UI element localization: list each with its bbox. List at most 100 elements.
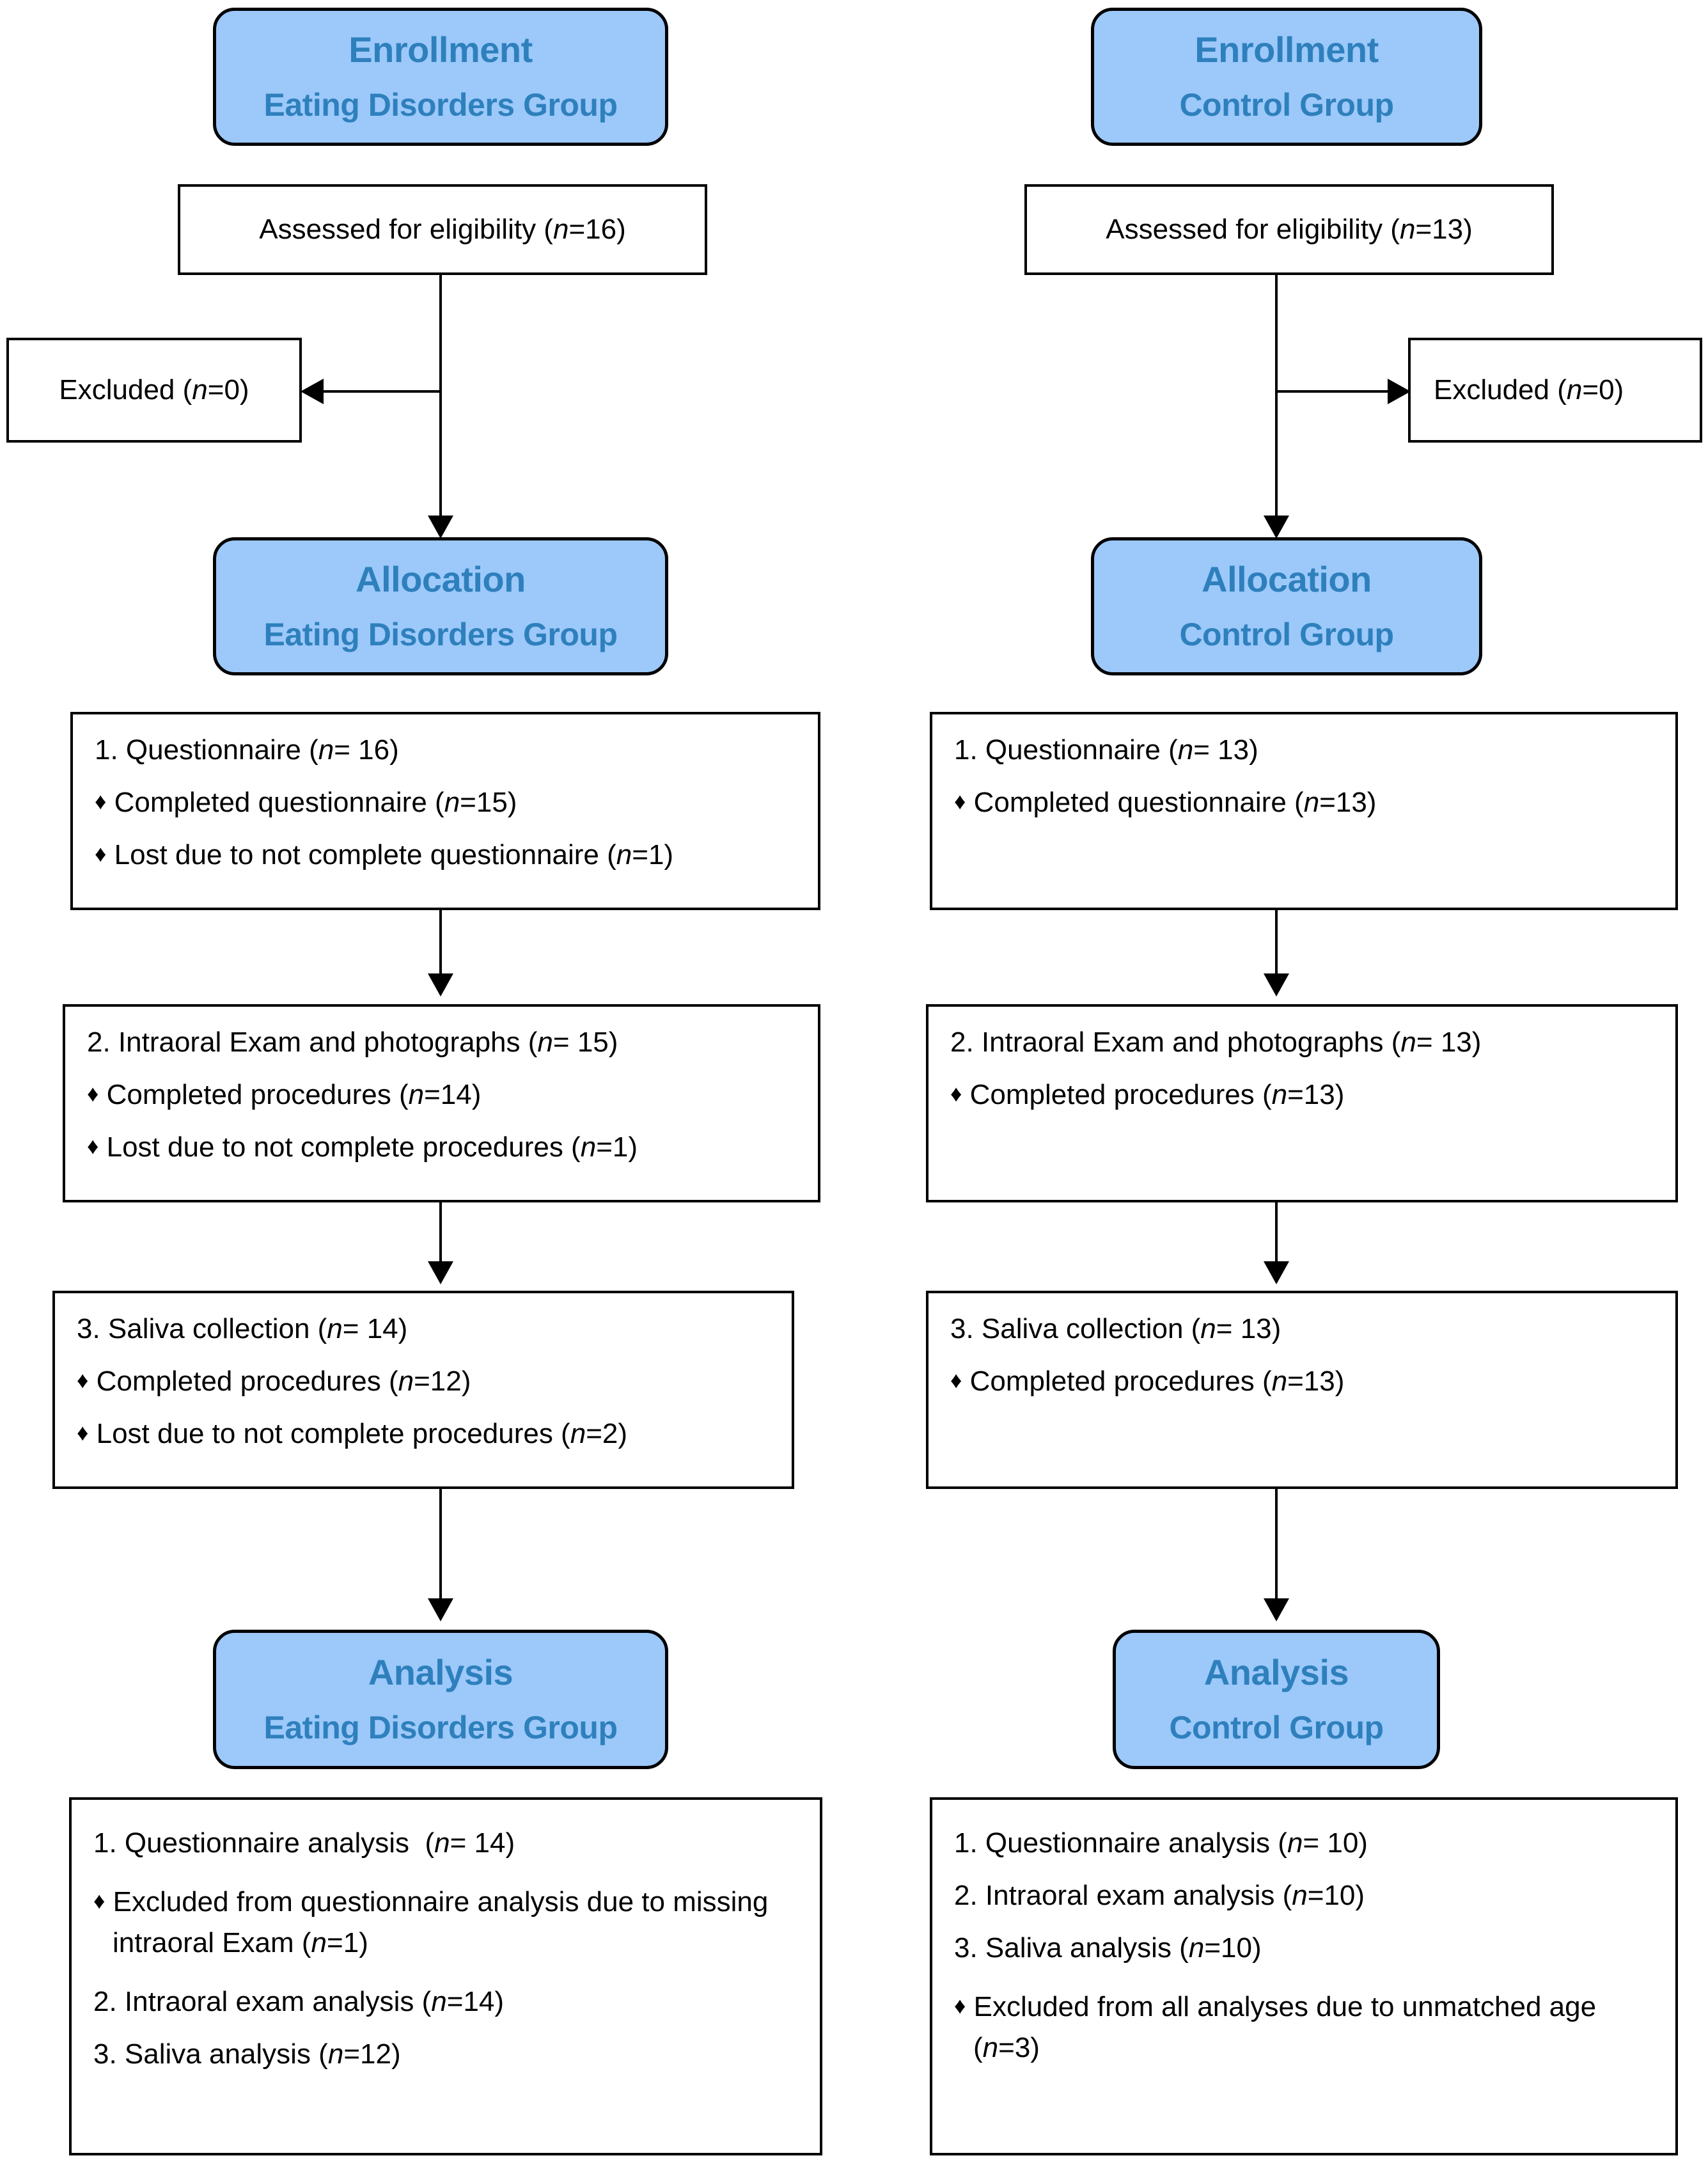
left-step2-heading: 2. Intraoral Exam and photographs (n= 15… (87, 1027, 618, 1058)
italic-n: n (1188, 1932, 1205, 1964)
right-analysis-row-1: 1. Questionnaire analysis (n= 10) (954, 1827, 1368, 1859)
right-step1-to-step2-line (1275, 910, 1278, 981)
left-assessed-text: Assessed for eligibility (n=16) (259, 214, 626, 245)
italic-n: n (1566, 374, 1583, 406)
right-step1-heading: 1. Questionnaire (n= 13) (954, 734, 1258, 766)
italic-n: n (408, 1079, 425, 1110)
right-step2-heading: 2. Intraoral Exam and photographs (n= 13… (950, 1027, 1482, 1058)
italic-n: n (1400, 1027, 1416, 1058)
left-step2-to-step3-arrowhead (428, 1261, 453, 1284)
italic-n: n (434, 1827, 450, 1859)
right-enrollment-stage-box: Enrollment Control Group (1091, 8, 1482, 146)
left-analysis-row-4: 3. Saliva analysis (n=12) (93, 2038, 401, 2070)
left-step3-bullet-1: ♦ Completed procedures (n=12) (77, 1366, 471, 1397)
left-step1-bullet-1: ♦ Completed questionnaire (n=15) (95, 787, 517, 818)
right-allocation-stage-box: Allocation Control Group (1091, 537, 1482, 675)
left-allocation-group-label: Eating Disorders Group (263, 617, 618, 653)
left-analysis-row-2: ♦ Excluded from questionnaire analysis d… (93, 1886, 776, 1958)
left-step2-bullet-2: ♦ Lost due to not complete procedures (n… (87, 1131, 638, 1163)
right-step1-box: 1. Questionnaire (n= 13) ♦ Completed que… (930, 712, 1678, 910)
left-step3-to-analysis-arrowhead (428, 1598, 453, 1621)
diamond-bullet-icon: ♦ (954, 1992, 966, 2019)
left-step1-to-step2-line (439, 910, 442, 981)
left-excluded-box: Excluded (n=0) (6, 338, 302, 443)
diamond-bullet-icon: ♦ (954, 788, 966, 814)
italic-n: n (537, 1027, 553, 1058)
italic-n: n (1292, 1880, 1308, 1911)
right-enrollment-group-label: Control Group (1179, 87, 1394, 123)
right-excluded-arrowhead (1388, 379, 1411, 404)
right-step3-box: 3. Saliva collection (n= 13) ♦ Completed… (926, 1291, 1678, 1489)
right-trunk-line (1275, 275, 1278, 524)
right-allocation-stage-label: Allocation (1202, 559, 1372, 600)
left-step1-bullet-2: ♦ Lost due to not complete questionnaire… (95, 839, 674, 870)
left-step3-bullet-2: ♦ Lost due to not complete procedures (n… (77, 1418, 628, 1449)
italic-n: n (1399, 214, 1416, 245)
left-analysis-row-1: 1. Questionnaire analysis (n= 14) (93, 1827, 515, 1859)
left-step1-box: 1. Questionnaire (n= 16) ♦ Completed que… (70, 712, 820, 910)
right-analysis-group-label: Control Group (1169, 1710, 1384, 1746)
right-step2-bullet-1: ♦ Completed procedures (n=13) (950, 1079, 1345, 1110)
left-trunk-line (439, 275, 442, 524)
diamond-bullet-icon: ♦ (77, 1419, 89, 1445)
italic-n: n (1271, 1079, 1288, 1110)
right-step3-heading: 3. Saliva collection (n= 13) (950, 1313, 1281, 1344)
left-excluded-arrowhead (301, 379, 324, 404)
left-enrollment-group-label: Eating Disorders Group (263, 87, 618, 123)
left-step2-box: 2. Intraoral Exam and photographs (n= 15… (63, 1004, 820, 1202)
italic-n: n (311, 1926, 327, 1958)
italic-n: n (1287, 1827, 1303, 1859)
right-analysis-row-2: 2. Intraoral exam analysis (n=10) (954, 1880, 1365, 1911)
right-step3-to-analysis-arrowhead (1264, 1598, 1289, 1621)
right-excluded-connector (1276, 390, 1391, 393)
right-step3-to-analysis-line (1275, 1489, 1278, 1607)
left-step3-box: 3. Saliva collection (n= 14) ♦ Completed… (52, 1291, 794, 1489)
italic-n: n (1177, 734, 1194, 766)
italic-n: n (1200, 1313, 1216, 1344)
left-excluded-text: Excluded (n=0) (59, 374, 249, 406)
left-allocation-stage-label: Allocation (356, 559, 526, 600)
italic-n: n (318, 734, 334, 766)
diamond-bullet-icon: ♦ (77, 1367, 89, 1393)
right-analysis-stage-label: Analysis (1203, 1652, 1349, 1693)
italic-n: n (192, 374, 208, 406)
left-analysis-box: 1. Questionnaire analysis (n= 14) ♦ Excl… (69, 1797, 822, 2155)
italic-n: n (327, 1313, 343, 1344)
right-assessed-box: Assessed for eligibility (n=13) (1024, 184, 1554, 275)
right-step2-box: 2. Intraoral Exam and photographs (n= 13… (926, 1004, 1678, 1202)
diamond-bullet-icon: ♦ (950, 1080, 962, 1107)
left-step1-to-step2-arrowhead (428, 973, 453, 996)
left-step2-to-step3-line (439, 1202, 442, 1270)
italic-n: n (431, 1985, 447, 2017)
right-step1-to-step2-arrowhead (1264, 973, 1289, 996)
right-analysis-box: 1. Questionnaire analysis (n= 10) 2. Int… (930, 1797, 1678, 2155)
left-enrollment-stage-label: Enrollment (349, 29, 533, 70)
left-step3-heading: 3. Saliva collection (n= 14) (77, 1313, 408, 1344)
right-analysis-stage-box: Analysis Control Group (1113, 1630, 1440, 1769)
right-excluded-box: Excluded (n=0) (1408, 338, 1702, 443)
right-step3-bullet-1: ♦ Completed procedures (n=13) (950, 1366, 1345, 1397)
left-analysis-group-label: Eating Disorders Group (263, 1710, 618, 1746)
left-analysis-stage-box: Analysis Eating Disorders Group (213, 1630, 668, 1769)
right-enrollment-stage-label: Enrollment (1195, 29, 1379, 70)
italic-n: n (552, 214, 569, 245)
diamond-bullet-icon: ♦ (93, 1887, 106, 1914)
italic-n: n (580, 1131, 597, 1163)
left-analysis-row-3: 2. Intraoral exam analysis (n=14) (93, 1985, 504, 2017)
italic-n: n (982, 2031, 999, 2063)
right-excluded-text: Excluded (n=0) (1434, 374, 1624, 406)
left-analysis-stage-label: Analysis (368, 1652, 513, 1693)
left-excluded-connector (321, 390, 441, 393)
left-step2-bullet-1: ♦ Completed procedures (n=14) (87, 1079, 482, 1110)
right-assessed-text: Assessed for eligibility (n=13) (1106, 214, 1473, 245)
diamond-bullet-icon: ♦ (87, 1133, 99, 1159)
left-assessed-box: Assessed for eligibility (n=16) (178, 184, 707, 275)
left-step1-heading: 1. Questionnaire (n= 16) (95, 734, 399, 766)
right-trunk-arrowhead (1264, 516, 1289, 539)
left-allocation-stage-box: Allocation Eating Disorders Group (213, 537, 668, 675)
left-enrollment-stage-box: Enrollment Eating Disorders Group (213, 8, 668, 146)
right-analysis-row-4: ♦ Excluded from all analyses due to unma… (954, 1991, 1604, 2063)
italic-n: n (327, 2038, 344, 2070)
italic-n: n (616, 839, 632, 870)
